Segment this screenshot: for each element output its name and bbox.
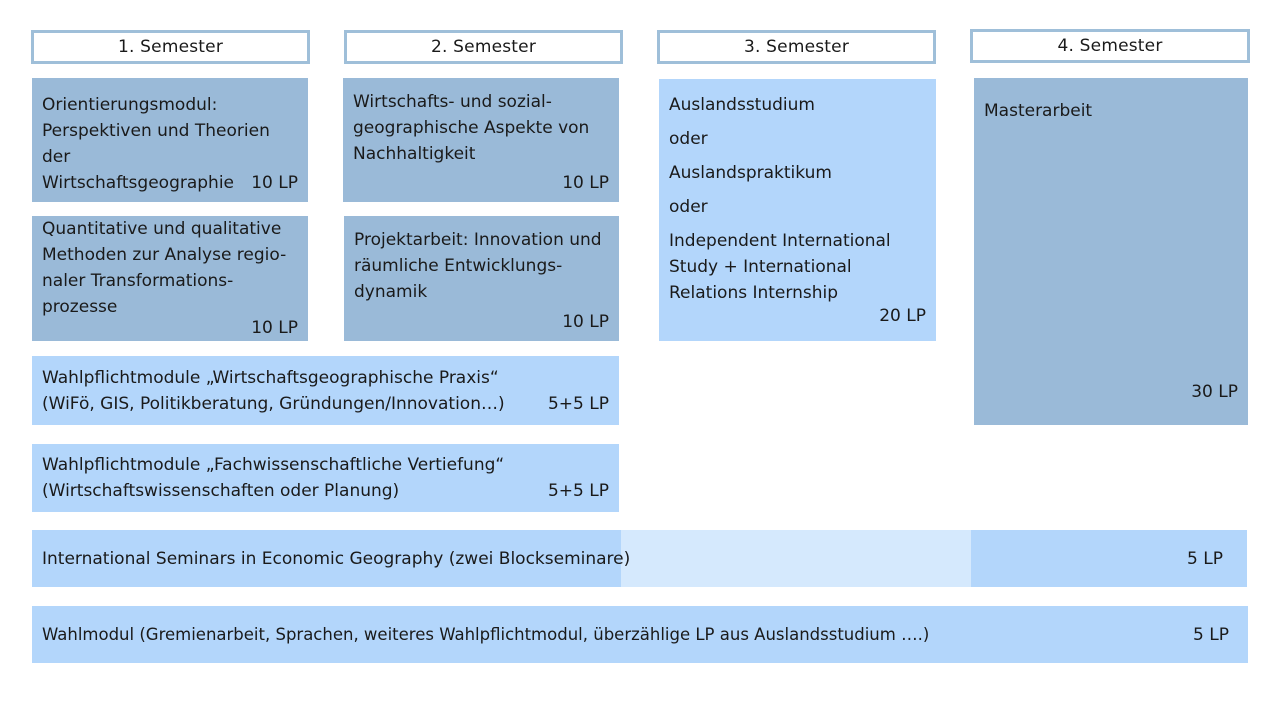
module-title-line: Wirtschaftsgeographie <box>42 173 235 193</box>
module-credits: 5 LP <box>1187 548 1223 569</box>
module-title-line: oder <box>669 129 708 149</box>
module-credits: 10 LP <box>251 173 298 193</box>
module-title-line: (WiFö, GIS, Politikberatung, Gründungen/… <box>42 394 505 414</box>
module-auslandsstudium: Auslandsstudium oder Auslandspraktikum o… <box>659 79 936 341</box>
module-wahlpflicht-vertiefung: Wahlpflichtmodule „Fachwissenschaftliche… <box>32 444 619 512</box>
module-credits: 5 LP <box>1193 624 1229 645</box>
module-methoden: Quantitative und qualitative Methoden zu… <box>32 216 308 341</box>
module-title-line: geographische Aspekte von <box>353 118 590 138</box>
module-title-line: Masterarbeit <box>984 101 1093 121</box>
module-nachhaltigkeit: Wirtschafts- und sozial- geographische A… <box>343 78 619 202</box>
module-title-line: räumliche Entwicklungs- <box>354 256 563 276</box>
module-title-line: oder <box>669 197 708 217</box>
module-title-line: Independent International <box>669 231 891 251</box>
semester-label: 2. Semester <box>430 37 537 57</box>
module-credits: 5+5 LP <box>547 394 609 414</box>
module-title-line: Wirtschafts- und sozial- <box>353 92 552 112</box>
module-title-line: Wahlpflichtmodule „Wirtschaftsgeographis… <box>42 368 499 388</box>
module-title-line: Auslandspraktikum <box>669 163 832 183</box>
module-title-line: Perspektiven und Theorien der <box>42 121 270 167</box>
module-wahlmodul: Wahlmodul (Gremienarbeit, Sprachen, weit… <box>32 606 1248 663</box>
semester-1-header: 1. Semester <box>31 30 310 64</box>
module-credits: 10 LP <box>562 312 609 332</box>
semester-label: 3. Semester <box>743 37 850 57</box>
module-title-line: (Wirtschaftswissenschaften oder Planung) <box>42 481 400 501</box>
module-title-line: Study + International <box>669 257 852 277</box>
module-title-line: Auslandsstudium <box>669 95 815 115</box>
module-masterarbeit: Masterarbeit 30 LP <box>974 78 1248 425</box>
module-title-line: Nachhaltigkeit <box>353 144 476 164</box>
module-title-line: Orientierungsmodul: <box>42 95 218 115</box>
module-title-line: Methoden zur Analyse regio- <box>42 245 287 265</box>
module-wahlpflicht-praxis: Wahlpflichtmodule „Wirtschaftsgeographis… <box>32 356 619 425</box>
semester-2-header: 2. Semester <box>344 30 623 64</box>
semester-label: 4. Semester <box>1057 36 1163 56</box>
module-credits: 30 LP <box>1191 382 1238 402</box>
module-title-line: Quantitative und qualitative <box>42 219 282 239</box>
seminars-segment-3 <box>971 530 1247 587</box>
module-title-line: International Seminars in Economic Geogr… <box>42 548 631 569</box>
module-orientierung: Orientierungsmodul: Perspektiven und The… <box>32 78 308 202</box>
semester-4-header: 4. Semester <box>970 29 1250 63</box>
module-title-line: Projektarbeit: Innovation und <box>354 230 602 250</box>
module-title-line: Wahlpflichtmodule „Fachwissenschaftliche… <box>42 455 505 475</box>
module-title-line: Wahlmodul (Gremienarbeit, Sprachen, weit… <box>42 625 930 644</box>
module-credits: 20 LP <box>879 306 926 326</box>
module-credits: 10 LP <box>251 318 298 338</box>
module-title-line: prozesse <box>42 297 118 317</box>
semester-3-header: 3. Semester <box>657 30 936 64</box>
seminars-segment-1 <box>32 530 621 587</box>
semester-label: 1. Semester <box>117 37 224 57</box>
module-title-line: naler Transformations- <box>42 271 234 291</box>
module-credits: 5+5 LP <box>547 481 609 501</box>
module-credits: 10 LP <box>562 173 609 193</box>
module-title-line: Relations Internship <box>669 283 838 303</box>
module-projektarbeit: Projektarbeit: Innovation und räumliche … <box>344 216 619 341</box>
seminars-segment-2 <box>621 530 971 587</box>
module-international-seminars: International Seminars in Economic Geogr… <box>32 530 1247 587</box>
module-title-line: dynamik <box>354 282 428 302</box>
